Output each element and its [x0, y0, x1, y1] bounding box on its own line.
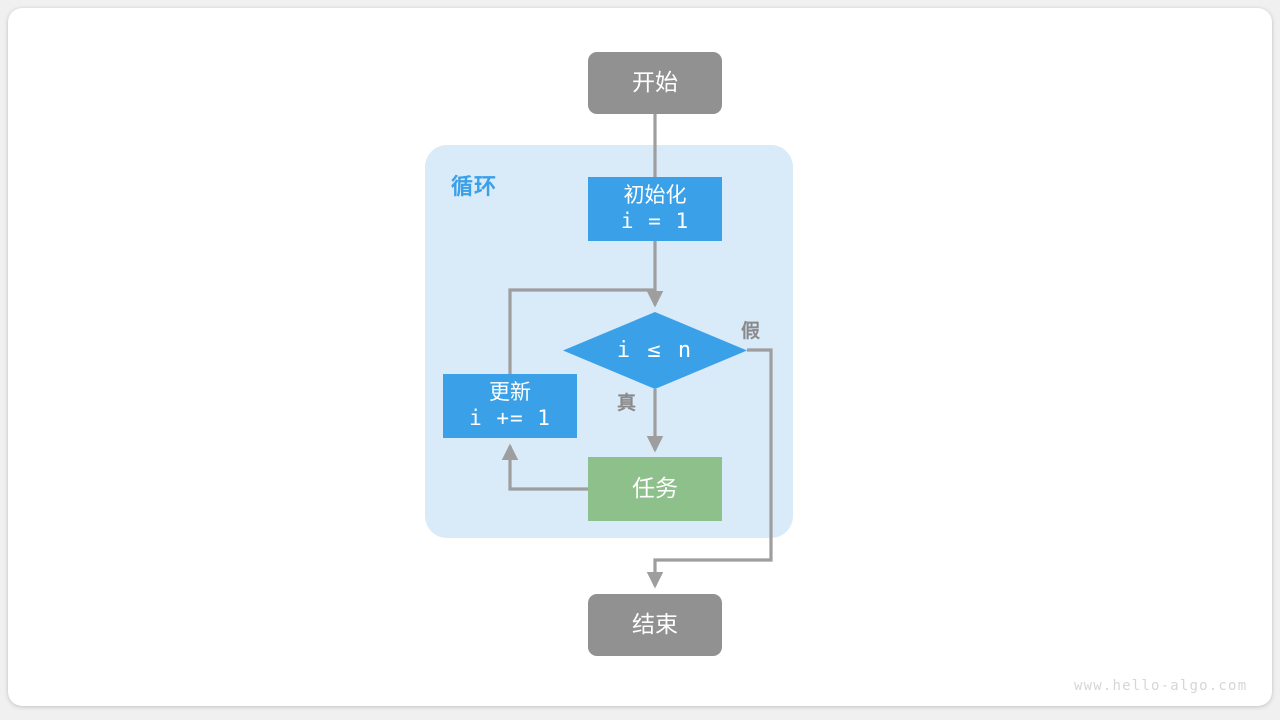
node-init-code: i = 1: [620, 209, 690, 233]
edge-task-to-update: [501, 443, 588, 491]
node-condition: i ≤ n: [563, 312, 747, 389]
edge-label-true: 真: [617, 393, 637, 414]
node-init: 初始化 i = 1: [588, 177, 722, 241]
loop-container-label: 循环: [451, 174, 498, 199]
edge-condition-false-to-end: [646, 348, 773, 589]
node-update-code: i += 1: [469, 406, 551, 430]
node-update-label: 更新: [489, 381, 531, 405]
edge-label-false: 假: [741, 321, 761, 342]
node-condition-label: i ≤ n: [616, 338, 694, 363]
node-end-label: 结束: [632, 611, 678, 638]
node-start: 开始: [588, 52, 722, 114]
node-end: 结束: [588, 594, 722, 656]
node-update: 更新 i += 1: [443, 374, 577, 438]
edge-update-to-condition: [508, 288, 655, 374]
watermark: www.hello-algo.com: [1074, 678, 1248, 694]
node-init-label: 初始化: [623, 184, 687, 208]
node-task-label: 任务: [632, 475, 678, 502]
decision-diamond-shape: [563, 312, 747, 389]
node-task: 任务: [588, 457, 722, 521]
node-start-label: 开始: [632, 69, 678, 96]
